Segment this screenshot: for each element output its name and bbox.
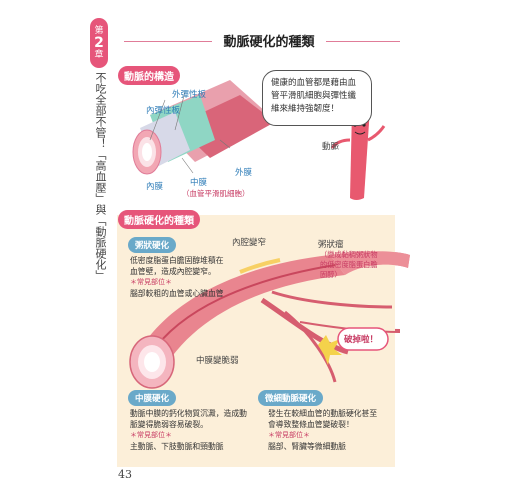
- athero-tag: 粥狀硬化: [128, 237, 177, 253]
- page-title: 動脈硬化的種類: [223, 35, 315, 50]
- artery-character-label: 動脈: [322, 142, 340, 152]
- section-label-structure: 動脈的構造: [118, 66, 180, 85]
- arteriolar-note: 腦部、腎臟等微細動脈: [268, 442, 346, 451]
- plaque-note: （變成黏稠粥狀物的低密度脂蛋白膽固醇）: [320, 250, 378, 279]
- plaque-label: 粥狀瘤: [318, 240, 344, 250]
- medial-box: 動脈中膜的鈣化物質沉澱，造成動脈變得脆弱容易破裂。 ＊常見部位＊ 主動脈、下肢動…: [124, 403, 254, 457]
- arteriolar-tag: 微細動脈硬化: [258, 390, 324, 406]
- header-rule-right: [326, 41, 400, 42]
- arteriolar-box: 發生在較細血管的動脈硬化甚至會導致整條血管變破裂！ ＊常見部位＊ 腦部、腎臟等微…: [262, 403, 390, 457]
- media-label: 中膜: [190, 178, 208, 188]
- arteriolar-note-title: ＊常見部位＊: [268, 431, 310, 439]
- inner-elastic-label: 內彈性板: [146, 106, 181, 116]
- medial-tag: 中膜硬化: [128, 390, 177, 406]
- side-title: 不吃全部不管！「高血壓」與「動脈硬化」: [94, 72, 107, 281]
- header-rule-left: [124, 41, 212, 42]
- media-note: （血管平滑肌細胞）: [182, 189, 250, 198]
- arteriolar-text: 發生在較細血管的動脈硬化甚至會導致整條血管變破裂！: [268, 409, 378, 429]
- athero-note: 腦部較粗的血管或心臟血管: [130, 289, 224, 298]
- adventitia-label: 外膜: [235, 168, 253, 178]
- outer-elastic-label: 外彈性板: [172, 90, 207, 100]
- page-number: 43: [118, 468, 132, 481]
- athero-note-title: ＊常見部位＊: [130, 278, 172, 286]
- chapter-number: 2: [94, 35, 104, 51]
- narrow-label: 內腔變窄: [232, 238, 267, 248]
- chapter-prefix: 第: [94, 26, 104, 36]
- medial-note: 主動脈、下肢動脈和頸動脈: [130, 442, 224, 451]
- chapter-suffix: 章: [94, 50, 104, 60]
- athero-text: 低密度脂蛋白膽固醇堆積在血管壁，造成內腔變窄。: [130, 256, 224, 276]
- speech-bubble: 健康的血管都是藉由血管平滑肌細胞與彈性纖維來維持強韌度！: [262, 70, 372, 126]
- medial-note-title: ＊常見部位＊: [130, 431, 172, 439]
- intima-label: 內膜: [146, 182, 164, 192]
- chapter-tab: 第 2 章: [90, 18, 108, 68]
- artery-layers-illustration: [132, 80, 275, 175]
- section-label-types: 動脈硬化的種類: [118, 210, 200, 229]
- athero-box: 低密度脂蛋白膽固醇堆積在血管壁，造成內腔變窄。 ＊常見部位＊ 腦部較粗的血管或心…: [124, 250, 234, 304]
- medial-text: 動脈中膜的鈣化物質沉澱，造成動脈變得脆弱容易破裂。: [130, 409, 247, 429]
- media-fragile-label: 中膜變脆弱: [196, 356, 239, 366]
- burst-label: 破掉啦！: [344, 335, 379, 345]
